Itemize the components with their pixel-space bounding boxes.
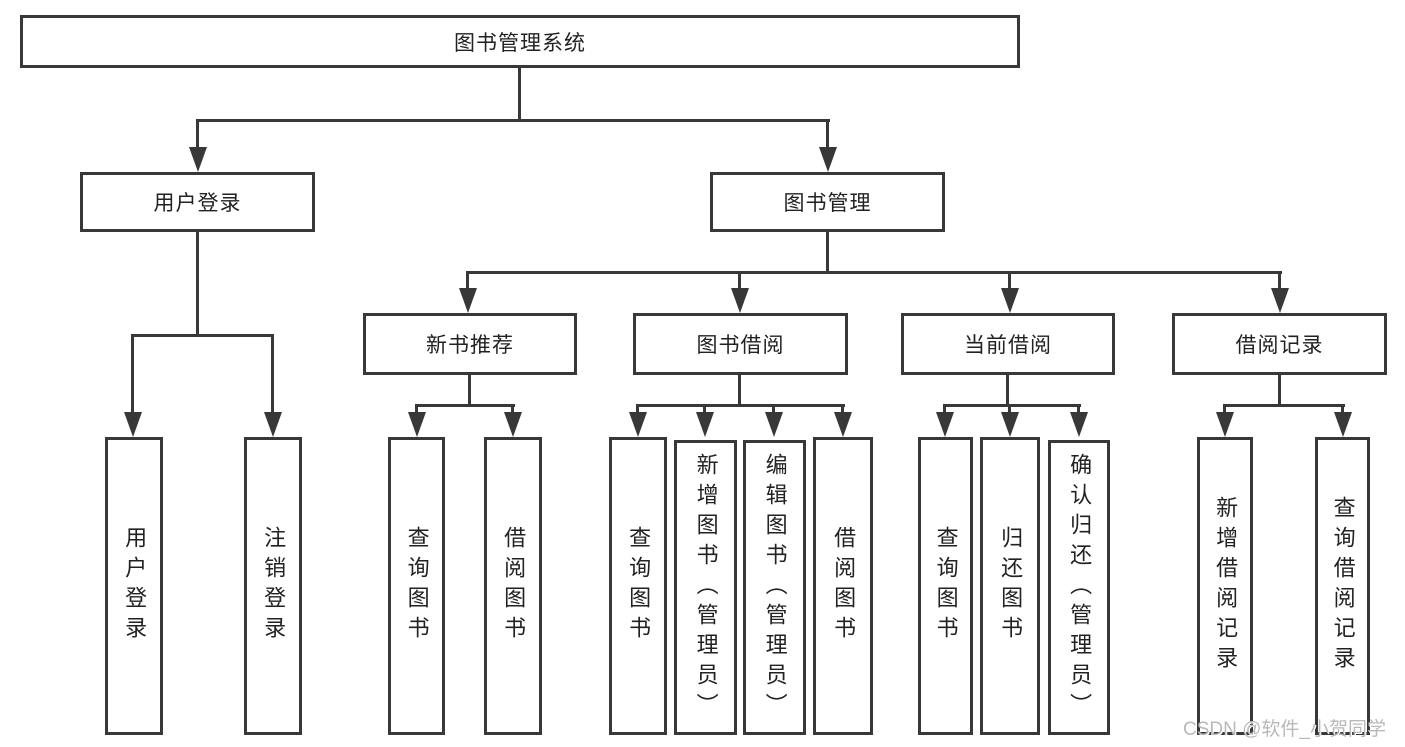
node-label: 查询借阅记录 bbox=[1330, 496, 1356, 676]
connector-line bbox=[826, 119, 829, 150]
connector-line bbox=[415, 404, 418, 414]
arrow-down-icon bbox=[1001, 288, 1019, 313]
leaf-add-borrow-record: 新增借阅记录 bbox=[1197, 437, 1253, 735]
connector-line bbox=[1006, 375, 1009, 406]
connector-line bbox=[943, 404, 1081, 407]
arrow-down-icon bbox=[264, 412, 282, 437]
arrow-down-icon bbox=[504, 412, 522, 437]
leaf-add-books-admin: 新增图书（管理员） bbox=[674, 440, 737, 735]
node-label: 用户登录 bbox=[153, 192, 242, 215]
leaf-borrow-books-recommend: 借阅图书 bbox=[484, 437, 542, 735]
node-borrow-records: 借阅记录 bbox=[1172, 313, 1387, 375]
leaf-confirm-return-admin: 确认归还（管理员） bbox=[1048, 440, 1110, 735]
node-label: 借阅图书 bbox=[831, 526, 857, 646]
connector-line bbox=[636, 404, 639, 414]
connector-line bbox=[466, 271, 469, 290]
connector-line bbox=[738, 375, 741, 406]
connector-line bbox=[772, 404, 775, 414]
leaf-query-books-recommend: 查询图书 bbox=[388, 437, 445, 735]
node-label: 查询图书 bbox=[404, 526, 430, 646]
arrow-down-icon bbox=[696, 412, 714, 437]
connector-line bbox=[415, 404, 515, 407]
node-root-book-management-system: 图书管理系统 bbox=[20, 15, 1020, 68]
connector-line bbox=[841, 404, 844, 414]
connector-line bbox=[1223, 404, 1226, 414]
node-label: 借阅图书 bbox=[501, 526, 527, 646]
arrow-down-icon bbox=[1271, 288, 1289, 313]
node-label: 借阅记录 bbox=[1235, 334, 1324, 357]
connector-line bbox=[1341, 404, 1344, 414]
connector-line bbox=[131, 334, 274, 337]
connector-line bbox=[738, 271, 741, 290]
node-label: 注销登录 bbox=[261, 526, 287, 646]
node-label: 图书管理 bbox=[783, 192, 872, 215]
node-label: 归还图书 bbox=[998, 526, 1024, 646]
leaf-query-borrow-record: 查询借阅记录 bbox=[1315, 437, 1370, 735]
arrow-down-icon bbox=[408, 412, 426, 437]
leaf-user-login: 用户登录 bbox=[105, 437, 163, 735]
connector-line bbox=[1077, 404, 1080, 414]
connector-line bbox=[943, 404, 946, 414]
arrow-down-icon bbox=[1334, 412, 1352, 437]
arrow-down-icon bbox=[189, 147, 207, 172]
connector-line bbox=[511, 404, 514, 414]
node-label: 图书管理系统 bbox=[454, 31, 586, 55]
connector-line bbox=[196, 119, 199, 150]
arrow-down-icon bbox=[834, 412, 852, 437]
node-label: 用户登录 bbox=[122, 526, 148, 646]
arrow-down-icon bbox=[1216, 412, 1234, 437]
node-label: 新增借阅记录 bbox=[1213, 496, 1239, 676]
node-book-borrowing: 图书借阅 bbox=[633, 313, 848, 375]
arrow-down-icon bbox=[629, 412, 647, 437]
arrow-down-icon bbox=[1070, 412, 1088, 437]
csdn-watermark: CSDN @软件_小贺同学 bbox=[1183, 719, 1386, 740]
node-label: 当前借阅 bbox=[964, 334, 1052, 357]
node-book-management: 图书管理 bbox=[710, 172, 945, 232]
leaf-logout: 注销登录 bbox=[244, 437, 302, 735]
leaf-query-books-current: 查询图书 bbox=[918, 437, 973, 735]
connector-line bbox=[196, 119, 830, 122]
connector-line bbox=[518, 68, 521, 121]
connector-line bbox=[826, 232, 829, 273]
node-label: 图书借阅 bbox=[696, 334, 785, 357]
node-label: 确认归还（管理员） bbox=[1067, 452, 1093, 723]
arrow-down-icon bbox=[124, 412, 142, 437]
arrow-down-icon bbox=[731, 288, 749, 313]
node-label: 新书推荐 bbox=[426, 334, 514, 357]
leaf-query-books-borrowing: 查询图书 bbox=[609, 437, 667, 735]
connector-line bbox=[131, 334, 134, 413]
leaf-return-books: 归还图书 bbox=[980, 437, 1040, 735]
node-user-login: 用户登录 bbox=[80, 172, 315, 232]
connector-line bbox=[468, 375, 471, 406]
leaf-edit-books-admin: 编辑图书（管理员） bbox=[743, 440, 806, 735]
connector-line bbox=[1278, 271, 1281, 290]
node-label: 查询图书 bbox=[933, 526, 959, 646]
connector-line bbox=[703, 404, 706, 414]
node-current-borrowing: 当前借阅 bbox=[901, 313, 1115, 375]
leaf-borrow-books-borrowing: 借阅图书 bbox=[813, 437, 873, 735]
arrow-down-icon bbox=[936, 412, 954, 437]
node-label: 查询图书 bbox=[626, 526, 652, 646]
arrow-down-icon bbox=[1001, 412, 1019, 437]
node-label: 新增图书（管理员） bbox=[693, 452, 719, 723]
arrow-down-icon bbox=[459, 288, 477, 313]
connector-line bbox=[1008, 404, 1011, 414]
connector-line bbox=[196, 232, 199, 336]
connector-line bbox=[1223, 404, 1345, 407]
arrow-down-icon bbox=[819, 147, 837, 172]
connector-line bbox=[466, 271, 1282, 274]
arrow-down-icon bbox=[765, 412, 783, 437]
connector-line bbox=[1278, 375, 1281, 406]
connector-line bbox=[636, 404, 845, 407]
connector-line bbox=[1008, 271, 1011, 290]
connector-line bbox=[271, 334, 274, 413]
node-label: 编辑图书（管理员） bbox=[762, 452, 788, 723]
node-new-book-recommend: 新书推荐 bbox=[363, 313, 577, 375]
